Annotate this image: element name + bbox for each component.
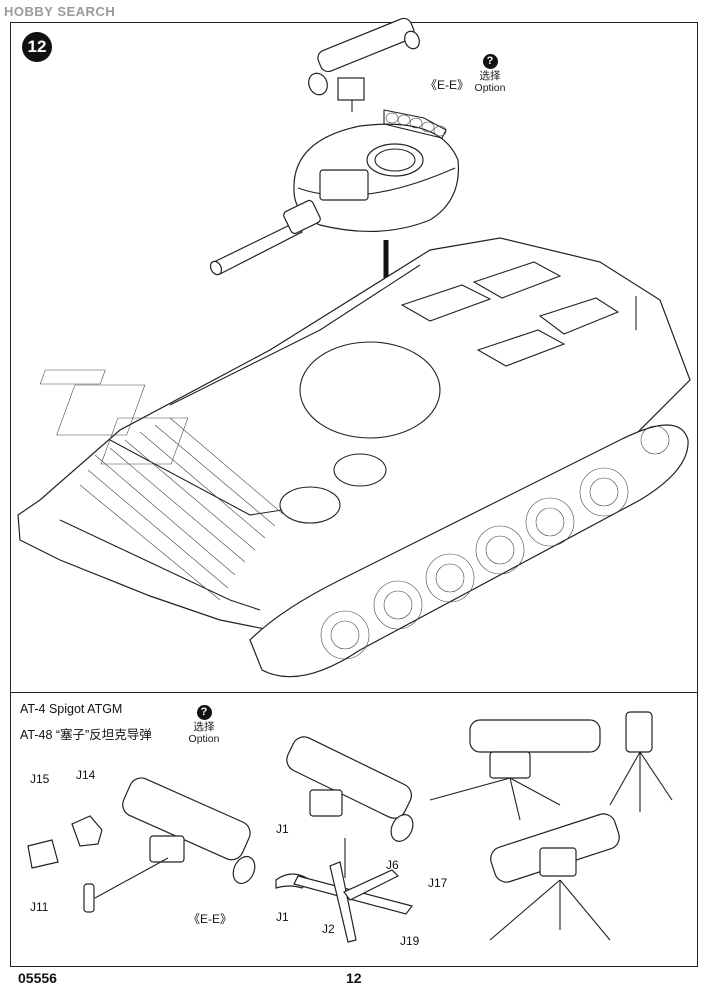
step-number-badge: 12 — [22, 32, 52, 62]
part-label-j14: J14 — [76, 768, 96, 782]
option-cn-top: 选择 — [479, 70, 501, 82]
watermark: HOBBY SEARCH — [4, 4, 116, 19]
part-label-j17: J17 — [428, 876, 448, 890]
part-label-j11: J11 — [30, 900, 49, 914]
page-number: 12 — [346, 970, 362, 986]
question-icon: ? — [196, 705, 212, 720]
part-label-ee: 《E-E》 — [188, 912, 233, 926]
option-cn-bottom: 选择 — [193, 721, 215, 733]
atgm-launcher-top — [308, 17, 420, 112]
part-label-j6: J6 — [386, 858, 399, 872]
option-badge-top: ? 选择 Option — [470, 54, 510, 94]
atgm-tripod-center — [275, 736, 414, 943]
option-en-top: Option — [474, 82, 506, 94]
part-label-j2: J2 — [322, 922, 335, 936]
section-divider — [10, 692, 698, 693]
part-label-j15: J15 — [30, 772, 50, 786]
question-icon: ? — [482, 54, 498, 69]
gun-barrel — [209, 199, 321, 276]
atgm-detail-left — [27, 777, 256, 913]
part-label-j1-bottom: J1 — [276, 910, 289, 924]
option-en-bottom: Option — [188, 733, 220, 745]
turret — [293, 109, 460, 233]
atgm-assembled-right — [429, 711, 673, 941]
option-badge-bottom: ? 选择 Option — [184, 705, 224, 745]
page-frame — [10, 22, 698, 967]
product-code: 05556 — [18, 970, 57, 986]
part-label-j19: J19 — [400, 934, 420, 948]
section-title-en: AT-4 Spigot ATGM — [20, 702, 123, 716]
part-label-j1-top: J1 — [276, 822, 289, 836]
ee-callout-top: 《E-E》 — [425, 78, 470, 92]
section-title-cn: AT-48 “塞子”反坦克导弹 — [20, 728, 152, 742]
vehicle-hull — [17, 237, 691, 631]
tracks-and-wheels — [249, 424, 689, 678]
